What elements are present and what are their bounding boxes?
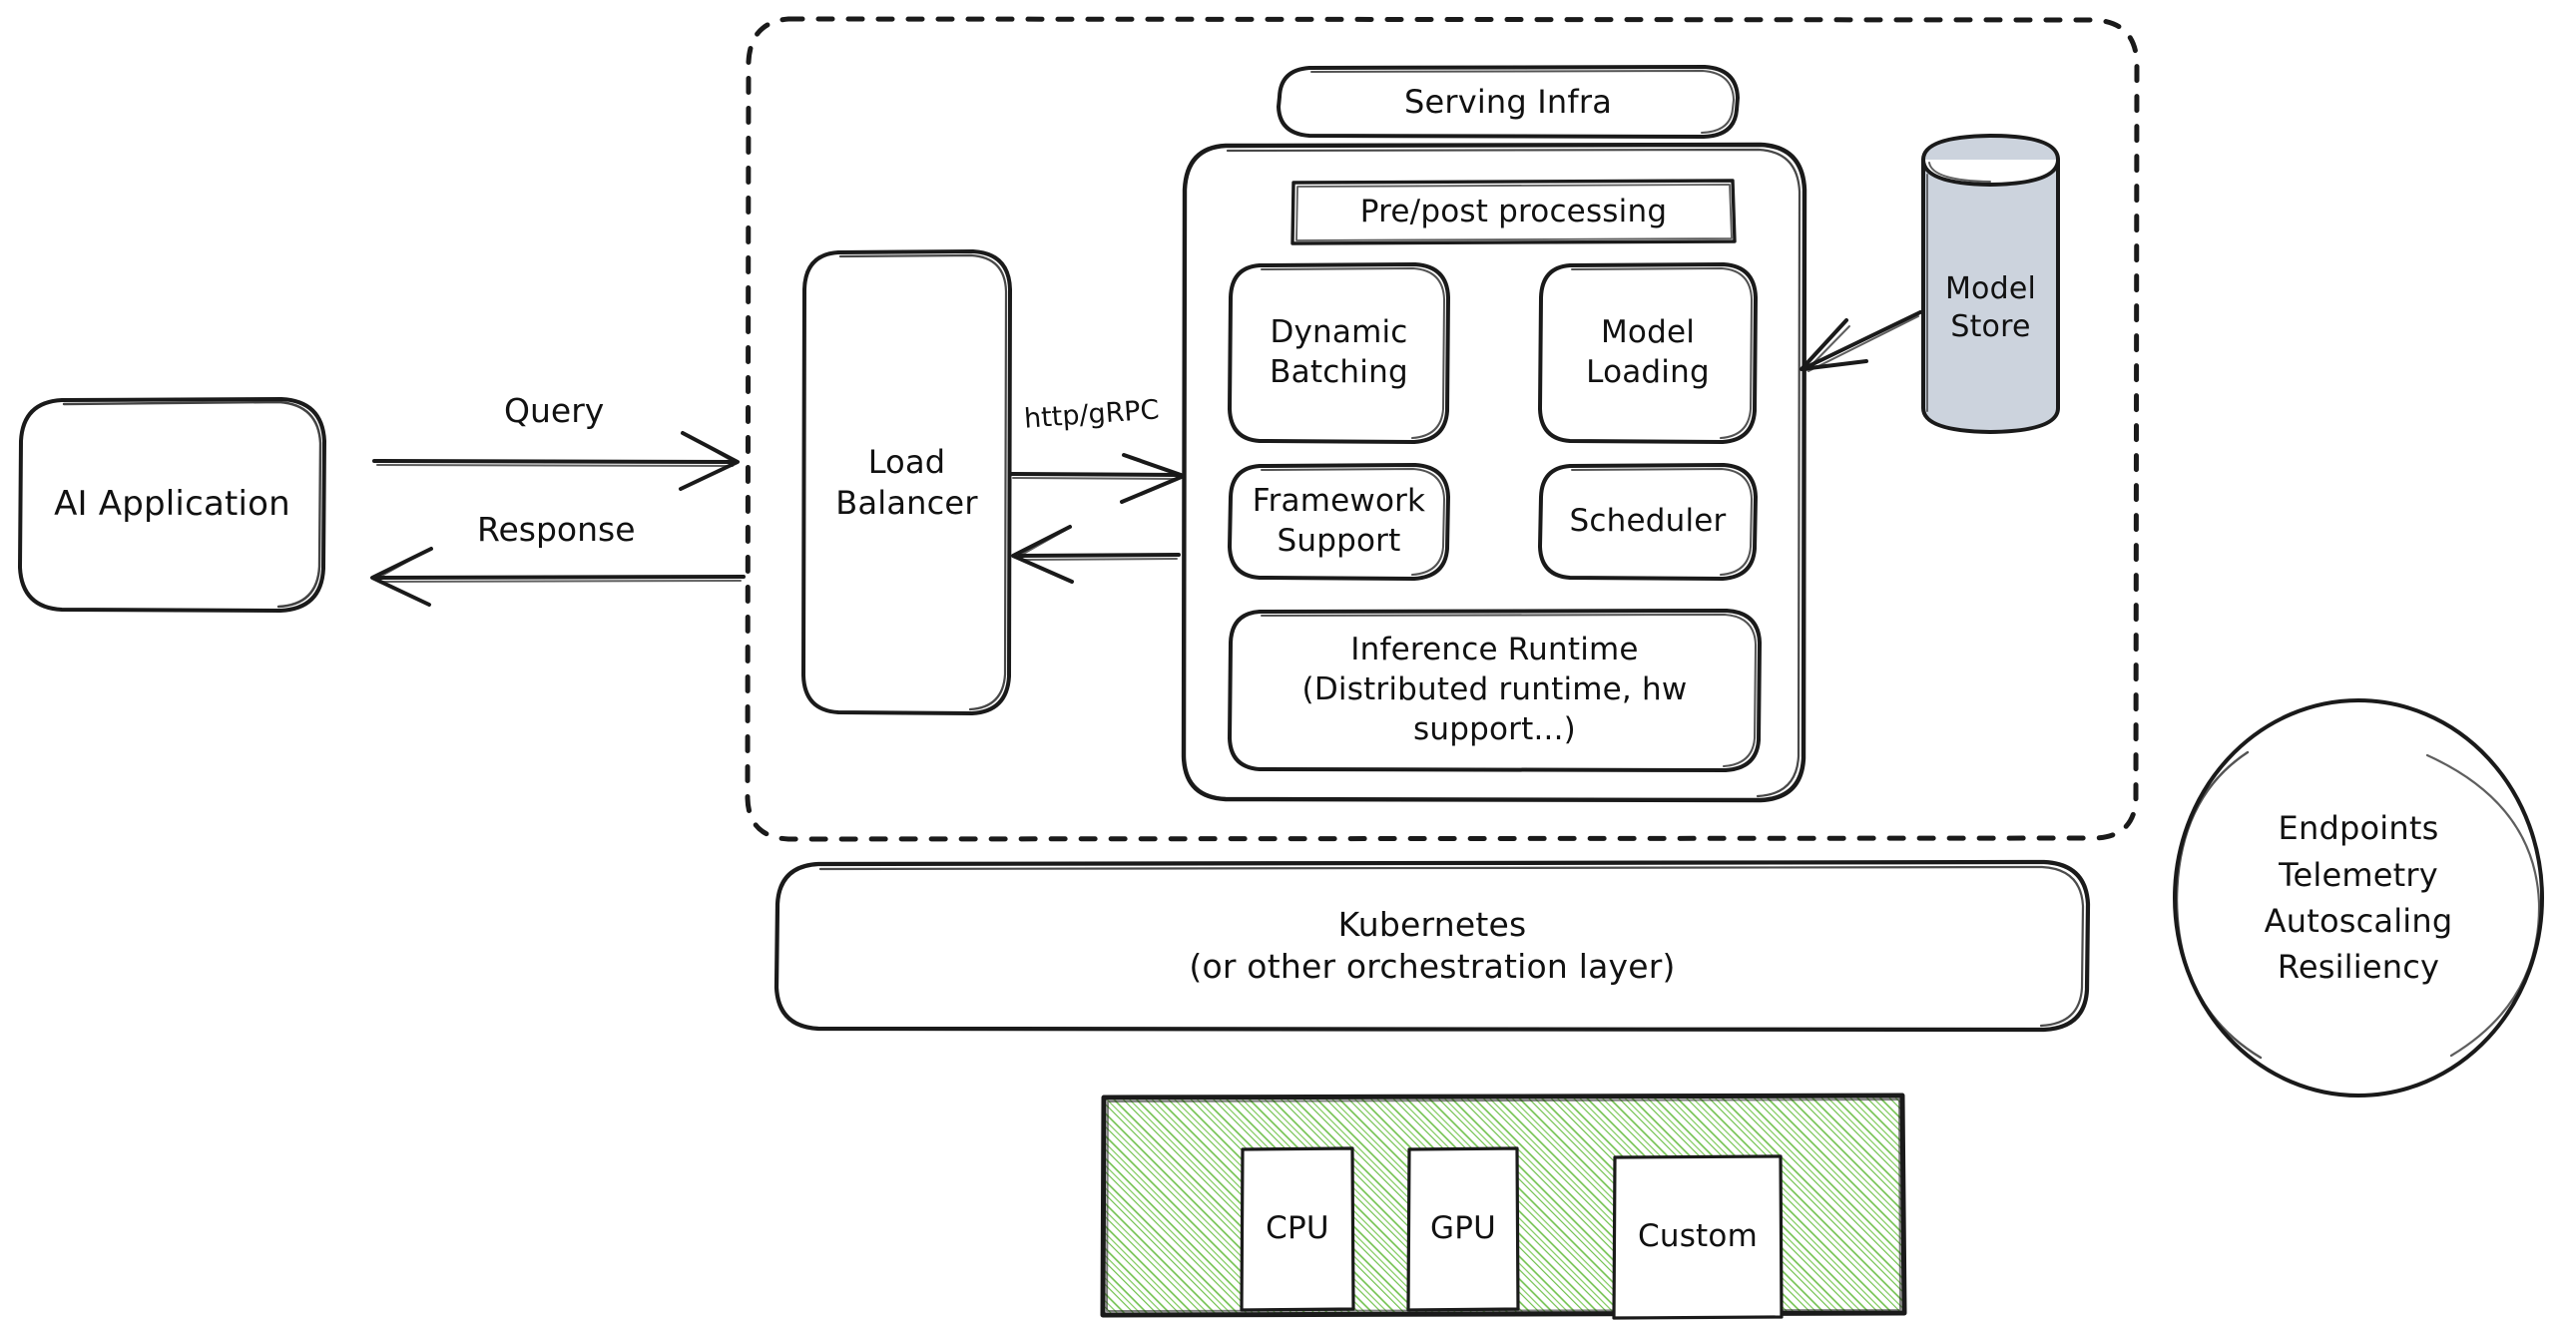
prepost-processing-shape: [1290, 179, 1737, 245]
dynamic-batching-shape: [1228, 262, 1450, 444]
serving-infra-container-shape: [1181, 142, 1807, 803]
edge-model-store-link: [1800, 310, 1922, 372]
custom-shape: [1612, 1154, 1784, 1320]
model-store-shape: [1921, 134, 2060, 434]
model-loading-shape: [1538, 262, 1758, 444]
kubernetes-shape: [773, 859, 2091, 1033]
capabilities-circle-shape: [2173, 698, 2544, 1098]
edge-response: [370, 547, 746, 607]
edge-query: [372, 431, 740, 491]
inference-runtime-shape: [1228, 609, 1762, 772]
scheduler-shape: [1538, 463, 1758, 581]
serving-infra-title-shape: [1277, 65, 1740, 139]
ai-application-shape: [18, 397, 326, 613]
edge-http-grpc: [1009, 453, 1186, 504]
load-balancer-shape: [801, 249, 1012, 715]
gpu-shape: [1406, 1146, 1520, 1312]
framework-support-shape: [1228, 463, 1450, 581]
cpu-shape: [1240, 1146, 1355, 1312]
edge-serving-response: [1011, 525, 1181, 584]
serving-zone-dashed-boundary: [745, 16, 2140, 842]
